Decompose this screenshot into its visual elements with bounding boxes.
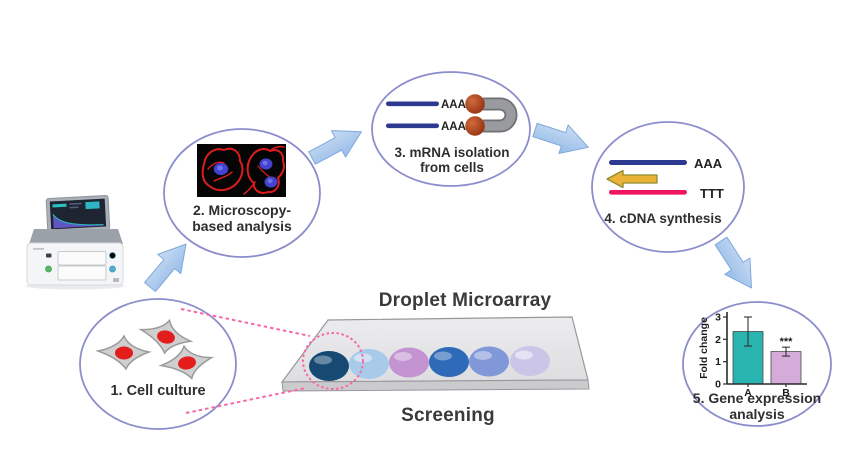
step1-circle <box>79 298 237 430</box>
gene-expression-chart: 0 1 2 3 A B *** Fold change <box>698 312 807 399</box>
fluorescent-filament <box>243 181 256 195</box>
step3-label-line1: 3. mRNA isolation <box>394 145 510 160</box>
primer-arrow <box>606 169 658 189</box>
droplet-highlight <box>474 351 492 360</box>
magnetic-bead-2 <box>465 116 485 136</box>
device-screen-curve <box>52 214 104 229</box>
droplet-microarray-slide <box>280 316 590 392</box>
magnifier-line-bottom <box>185 387 307 414</box>
bar-B <box>770 351 802 385</box>
device-logo <box>113 278 119 282</box>
droplet-3 <box>389 347 429 378</box>
microarray-subtitle: Screening <box>401 405 495 426</box>
cell-nucleus <box>178 356 196 370</box>
device-top <box>29 229 123 244</box>
mrna-polyA-label-2: AAA <box>441 121 466 133</box>
flow-arrows <box>144 122 752 292</box>
magnifier-line-top <box>180 308 311 337</box>
device-screen-dots2 <box>69 206 79 209</box>
droplet-highlight <box>394 352 412 361</box>
mrna-template-strand <box>609 160 687 165</box>
cell-nucleus-core <box>267 178 273 184</box>
cell-nucleus <box>115 346 133 360</box>
x-category-label-B: B <box>782 387 790 399</box>
droplet-6 <box>510 346 550 376</box>
droplet-row <box>309 346 550 381</box>
y-tick-label-0: 0 <box>715 379 721 391</box>
step2-label-line2: based analysis <box>192 217 292 234</box>
device-drawer-top <box>57 251 107 266</box>
fluorescent-filament <box>270 145 285 151</box>
step3-label: 3. mRNA isolation from cells <box>372 145 532 175</box>
device-drawer-bottom <box>57 265 107 281</box>
flow-arrow-1 <box>144 243 187 292</box>
device-button-green <box>45 265 52 273</box>
step1-label: 1. Cell culture <box>110 383 206 399</box>
magnetic-bead-1 <box>465 94 485 114</box>
cdna-synthesis-illustration: AAA TTT <box>606 156 724 201</box>
device-button-teal-1 <box>109 252 116 259</box>
step2-label: 2. Microscopy- based analysis <box>172 202 312 234</box>
step5-label: 5. Gene expression analysis <box>677 390 837 422</box>
device-screen-curve-line <box>52 213 104 226</box>
fluorescent-cell-outline <box>201 147 244 192</box>
mrna-isolation-illustration: AAA AAA <box>386 94 518 136</box>
flow-arrow-3 <box>532 122 589 155</box>
fluorescent-filament <box>207 161 225 170</box>
droplet-4 <box>429 347 469 377</box>
flow-arrow-4 <box>714 236 752 289</box>
microarray-title: Droplet Microarray <box>378 290 552 311</box>
mrna-strand-1 <box>386 101 439 107</box>
slide-front-face <box>281 379 590 392</box>
step5-label-line2: analysis <box>729 405 785 422</box>
droplet-highlight <box>515 350 533 360</box>
chart-bars <box>732 316 802 385</box>
y-tick-label-2: 2 <box>715 334 721 346</box>
droplet-1 <box>309 351 349 381</box>
droplet-2 <box>349 349 389 379</box>
cell-culture-illustration <box>95 318 215 380</box>
magnifier-annotation <box>180 308 364 414</box>
flow-arrow-2 <box>308 130 362 165</box>
cell-nucleus-core <box>262 160 268 166</box>
cell-nucleus-core <box>217 165 223 171</box>
cdna-polyA-label: AAA <box>694 156 723 171</box>
cdna-polyT-label: TTT <box>700 186 724 201</box>
step5-label-line1: 5. Gene expression <box>692 390 822 406</box>
x-category-label-A: A <box>744 387 752 399</box>
device-screen-teal-bar <box>52 203 67 208</box>
device-label-text <box>33 248 44 250</box>
device-screen-dots <box>69 202 82 205</box>
magnifier-circle <box>302 332 364 390</box>
y-tick-label-1: 1 <box>715 356 721 368</box>
device-slot <box>46 253 52 258</box>
step2-label-line1: 2. Microscopy- <box>192 202 292 218</box>
step3-label-line2: from cells <box>420 160 484 176</box>
device-screen-teal-panel <box>85 201 100 210</box>
droplet-highlight <box>354 353 372 363</box>
cell-nucleus <box>157 330 175 344</box>
mrna-polyA-label-1: AAA <box>441 99 466 111</box>
device-button-teal-2 <box>109 265 116 273</box>
instrument-illustration <box>25 195 125 290</box>
cdna-strand <box>609 190 687 195</box>
significance-stars: *** <box>780 336 794 348</box>
step4-label: 4. cDNA synthesis <box>604 211 722 226</box>
y-tick-label-3: 3 <box>715 312 721 324</box>
step4-circle <box>591 121 745 253</box>
microscopy-image <box>197 144 286 197</box>
droplet-highlight <box>434 351 452 361</box>
droplet-highlight <box>314 355 332 365</box>
droplet-5 <box>469 346 509 377</box>
chart-y-axis-label: Fold change <box>698 317 710 379</box>
magnet-icon <box>483 99 516 131</box>
mrna-strand-2 <box>386 123 439 129</box>
fluorescent-filament <box>213 171 233 182</box>
